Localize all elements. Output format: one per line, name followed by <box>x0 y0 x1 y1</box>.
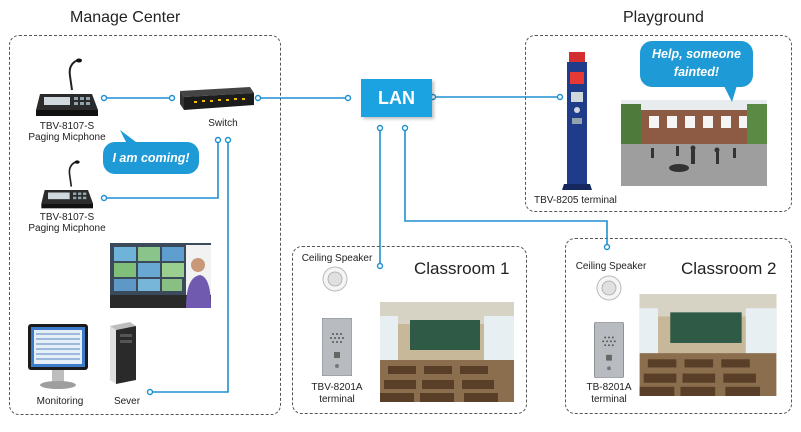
control-room-photo <box>110 243 211 308</box>
help-bubble-line2: fainted! <box>673 65 720 79</box>
server-label: Sever <box>113 396 141 407</box>
classroom-1-photo <box>380 302 514 402</box>
playground-photo <box>621 100 767 186</box>
monitoring-label: Monitoring <box>36 396 84 407</box>
playground-region <box>525 35 792 212</box>
manage-center-title: Manage Center <box>70 9 181 26</box>
intercom-terminal-icon <box>594 322 624 378</box>
paging-microphone-icon <box>36 58 98 116</box>
ceiling-speaker-2-label: Ceiling Speaker <box>575 261 647 272</box>
classroom1-region <box>292 246 527 414</box>
classroom1-title: Classroom 1 <box>414 259 510 278</box>
ceiling-speaker-icon <box>596 275 622 301</box>
intercom-terminal-icon <box>322 318 352 376</box>
mic1-model-label: TBV-8107-S <box>39 121 95 132</box>
classroom-2-photo <box>639 294 777 396</box>
sos-terminal-pole-icon <box>562 52 592 190</box>
mic2-type-label: Paging Micphone <box>28 223 106 234</box>
lan-node: LAN <box>361 79 432 117</box>
classroom2-region <box>565 238 792 414</box>
ceiling-speaker-icon <box>322 266 348 292</box>
ceiling-speaker-1-label: Ceiling Speaker <box>301 253 373 264</box>
help-speech-bubble: Help, someone fainted! <box>640 41 753 87</box>
playground-terminal-label: TBV-8205 terminal <box>534 195 617 206</box>
server-tower-icon <box>110 322 136 384</box>
playground-title: Playground <box>623 9 704 26</box>
mic1-type-label: Paging Micphone <box>28 132 106 143</box>
classroom2-title: Classroom 2 <box>681 259 777 278</box>
manage-center-region <box>9 35 281 415</box>
coming-speech-bubble: I am coming! <box>103 142 199 174</box>
terminal1-type-label: terminal <box>319 394 355 405</box>
mic2-model-label: TBV-8107-S <box>39 212 95 223</box>
paging-microphone-icon <box>41 160 93 209</box>
network-switch-icon <box>180 87 254 110</box>
help-bubble-line1: Help, someone <box>652 47 741 61</box>
monitoring-computer-icon <box>28 324 88 389</box>
switch-label: Switch <box>208 118 238 129</box>
speech-bubble-tail-icon <box>120 130 136 144</box>
terminal2-model-label: TB-8201A <box>586 382 632 393</box>
terminal1-model-label: TBV-8201A <box>311 382 363 393</box>
terminal2-type-label: terminal <box>591 394 627 405</box>
speech-bubble-tail-icon <box>722 82 738 102</box>
